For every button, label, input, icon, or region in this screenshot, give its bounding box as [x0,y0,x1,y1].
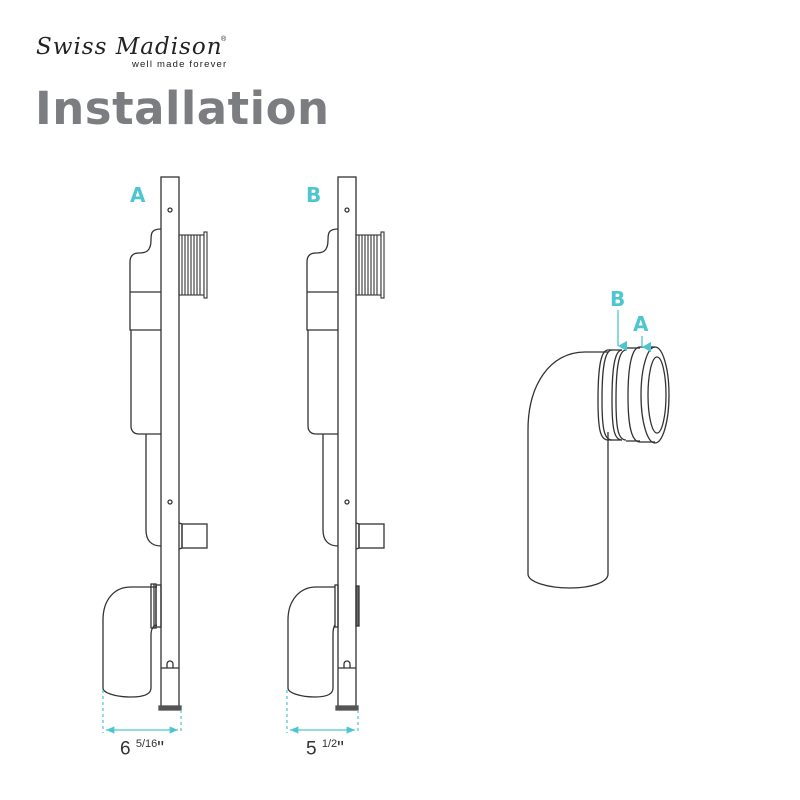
dimension-whole: 6 [120,738,131,760]
brand-tagline: well made forever [132,59,228,70]
page-title: Installation [35,82,330,135]
figure-b-drawing [286,176,385,734]
elbow-label-b: B [610,287,626,311]
figure-a-dimension: 6 5/16" [120,738,164,760]
elbow-detail-drawing [527,310,670,589]
figure-b-label: B [306,183,322,207]
figure-a-label: A [130,183,146,207]
dimension-unit: " [337,738,344,760]
dimension-fraction: 1/2 [321,738,338,750]
elbow-label-a: A [633,312,649,336]
dimension-whole: 5 [306,738,317,760]
figure-a-drawing [102,176,208,734]
brand-name: Swiss Madison [36,34,223,60]
dimension-unit: " [157,738,165,760]
dimension-fraction: 5/16 [135,738,158,750]
figure-b-dimension: 5 1/2" [306,738,344,760]
registered-mark: ® [221,36,227,43]
brand-logo: Swiss Madison ® well made forever [36,34,236,74]
